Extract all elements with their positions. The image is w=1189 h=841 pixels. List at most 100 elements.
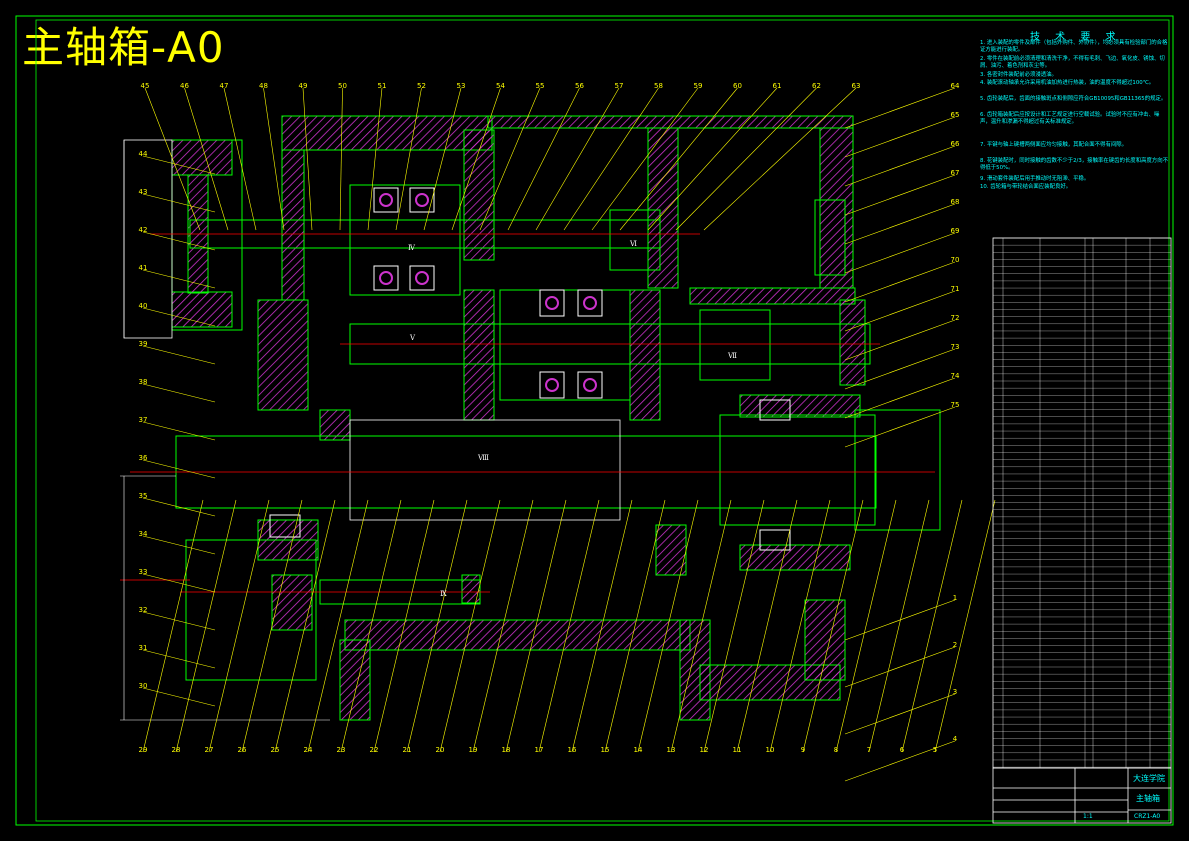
leader-line <box>802 499 864 753</box>
part-number-balloon: 74 <box>951 372 960 380</box>
part-number-balloon: 14 <box>634 746 643 754</box>
leader-line <box>307 499 369 753</box>
part-number-balloon: 63 <box>852 82 861 90</box>
leader-line <box>340 499 402 753</box>
tech-requirement-item: 3. 各密封件装配前必须浸透油。 <box>980 72 1057 78</box>
part-number-balloon: 25 <box>271 746 280 754</box>
part-number-balloon: 30 <box>139 682 148 690</box>
leader-lines <box>142 87 996 782</box>
leader-line <box>451 87 501 231</box>
part-number-balloon: 29 <box>139 746 148 754</box>
part-number-balloon: 8 <box>834 746 838 754</box>
part-number-balloon: 59 <box>694 82 703 90</box>
leader-line <box>844 174 956 216</box>
part-number-balloon: 46 <box>180 82 189 90</box>
part-number-balloon: 13 <box>667 746 676 754</box>
leader-line <box>142 231 216 251</box>
part-number-balloon: 57 <box>615 82 624 90</box>
leader-line <box>142 649 216 669</box>
tech-requirement-item: 10. 齿轮箱与带轮结合面应装配良好。 <box>980 184 1072 190</box>
leader-line <box>142 459 216 479</box>
shaft-number-label: Ⅶ <box>727 352 737 360</box>
part-number-balloon: 35 <box>139 492 148 500</box>
part-number-balloon: 34 <box>139 530 148 538</box>
outer-border <box>15 15 1174 826</box>
leader-line <box>406 499 468 753</box>
leader-line <box>142 155 216 175</box>
leader-line <box>142 307 216 327</box>
leader-line <box>571 499 633 753</box>
part-number-balloon: 60 <box>733 82 742 90</box>
part-number-balloon: 1 <box>953 594 957 602</box>
part-number-balloon: 36 <box>139 454 148 462</box>
part-number-balloon: 49 <box>299 82 308 90</box>
leader-line <box>637 499 699 753</box>
title-block-scale: 1:1 <box>1083 813 1093 820</box>
leader-line <box>670 499 732 753</box>
tech-requirement-item: 2. 零件在装配前必须清理和清洗干净，不得有毛刺、飞边、氧化皮、锈蚀、切屑、油污… <box>980 56 1165 69</box>
leader-line <box>367 87 383 231</box>
leader-line <box>844 116 956 158</box>
shaft-number-label: Ⅷ <box>477 454 489 462</box>
leader-line <box>675 87 817 231</box>
leader-line <box>142 573 216 593</box>
center-lines <box>120 233 935 593</box>
part-number-balloon: 31 <box>139 644 148 652</box>
leader-line <box>647 87 778 231</box>
leader-line <box>142 269 216 289</box>
shaft-number-label: Ⅴ <box>409 334 416 342</box>
part-number-balloon: 43 <box>139 188 148 196</box>
leader-line <box>142 421 216 441</box>
leader-line <box>844 348 956 390</box>
dimension-lines <box>120 140 330 721</box>
leader-line <box>844 232 956 274</box>
part-number-balloon: 66 <box>951 140 960 148</box>
tech-requirement-item: 9. 滑动套件装配后用手推动时无阻滞、平稳。 <box>980 176 1090 182</box>
part-number-balloon: 21 <box>403 746 412 754</box>
part-number-balloon: 69 <box>951 227 960 235</box>
part-number-balloon: 45 <box>141 82 150 90</box>
leader-line <box>844 693 956 735</box>
leader-line <box>844 740 956 782</box>
part-number-balloon: 47 <box>220 82 229 90</box>
leader-line <box>844 145 956 187</box>
tech-requirements-title: 技 术 要 求 <box>1030 32 1122 43</box>
part-number-balloon: 32 <box>139 606 148 614</box>
leader-line <box>395 87 422 231</box>
part-number-balloon: 42 <box>139 226 148 234</box>
part-number-balloon: 62 <box>812 82 821 90</box>
leader-line <box>142 499 204 753</box>
part-number-balloon: 58 <box>654 82 663 90</box>
leader-line <box>736 499 798 753</box>
leader-line <box>563 87 659 231</box>
leader-line <box>142 497 216 517</box>
housing <box>257 115 866 721</box>
part-number-balloon: 54 <box>496 82 505 90</box>
part-number-balloon: 20 <box>436 746 445 754</box>
leader-line <box>535 87 620 231</box>
tech-requirement-item: 5. 齿轮装配后，齿面的接触斑点和侧隙应符合GB10095和GB11365的规定… <box>980 96 1167 102</box>
part-number-balloon: 4 <box>953 735 958 743</box>
part-number-balloon: 55 <box>536 82 545 90</box>
leader-line <box>339 87 343 231</box>
part-number-balloon: 71 <box>951 285 960 293</box>
part-number-balloon: 11 <box>733 746 742 754</box>
leader-line <box>703 499 765 753</box>
part-number-balloon: 19 <box>469 746 478 754</box>
part-number-balloon: 72 <box>951 314 960 322</box>
part-number-balloon: 24 <box>304 746 313 754</box>
leader-line <box>208 499 270 753</box>
leader-line <box>619 87 738 231</box>
leader-line <box>274 499 336 753</box>
leader-line <box>184 87 229 231</box>
title-block-school: 大连学院 <box>1133 774 1165 783</box>
part-number-balloon: 41 <box>139 264 148 272</box>
part-number-balloon: 23 <box>337 746 346 754</box>
leader-line <box>241 499 303 753</box>
leader-line <box>591 87 699 231</box>
part-number-balloon: 70 <box>951 256 960 264</box>
part-number-balloon: 56 <box>575 82 584 90</box>
part-number-balloon: 18 <box>502 746 511 754</box>
leader-line <box>844 87 956 129</box>
